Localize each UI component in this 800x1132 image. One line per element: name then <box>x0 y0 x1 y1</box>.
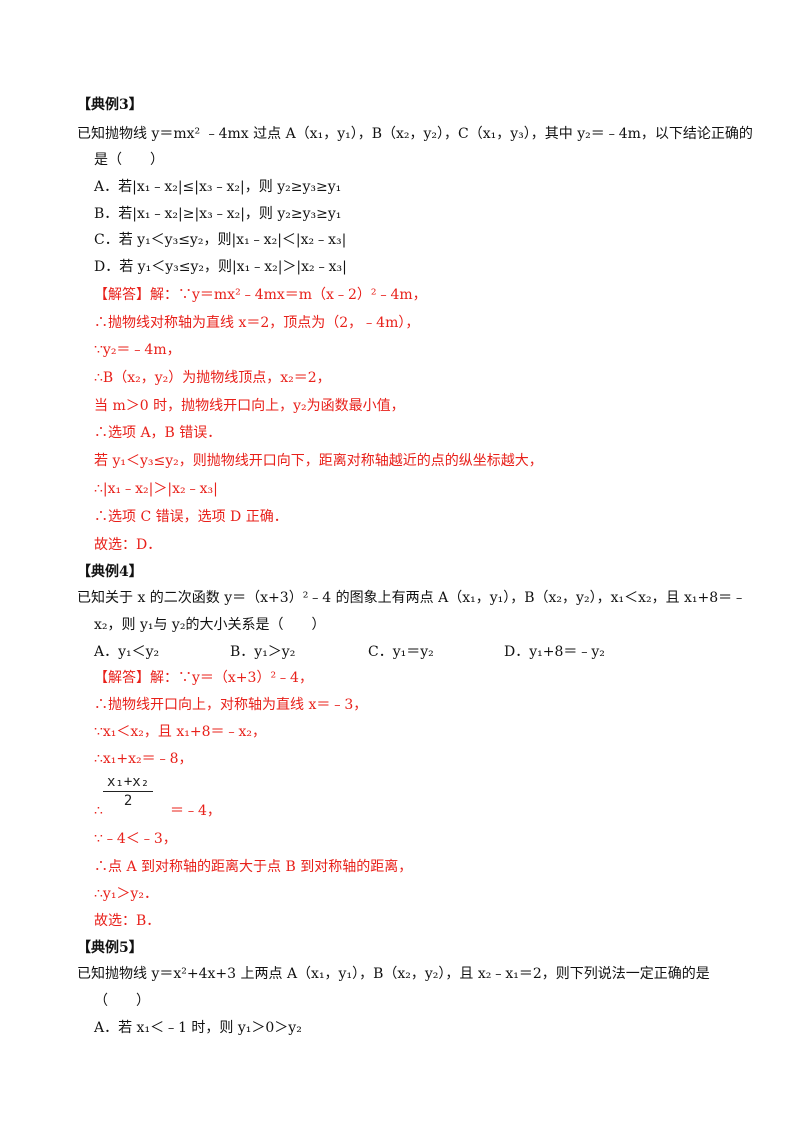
example-4-solution-line: ∴抛物线开口向上，对称轴为直线 x＝﹣3， <box>94 697 368 713</box>
example-4-solution-line: ∴点 A 到对称轴的距离大于点 B 到对称轴的距离， <box>94 859 413 875</box>
example-3-solution-line: ∴|x₁﹣x₂|＞|x₂﹣x₃| <box>94 481 218 497</box>
example-4-options-row: A．y₁＜y₂ B．y₁＞y₂ C．y₁＝y₂ D．y₁+8＝﹣y₂ <box>94 642 734 662</box>
example-4-fraction-result: ＝﹣4， <box>170 803 221 819</box>
example-5-option-a: A．若 x₁＜﹣1 时，则 y₁＞0＞y₂ <box>94 1020 302 1036</box>
example-5-heading: 【典例5】 <box>77 940 143 956</box>
example-3-solution-line: ∴B（x₂，y₂）为抛物线顶点，x₂＝2， <box>94 370 331 386</box>
example-4-option-b: B．y₁＞y₂ <box>230 644 296 660</box>
example-5-question-line1: 已知抛物线 y＝x²+4x+3 上两点 A（x₁，y₁），B（x₂，y₂），且 … <box>77 966 710 982</box>
example-4-solution-line: ∵x₁＜x₂，且 x₁+8＝﹣x₂， <box>94 724 267 740</box>
example-4-solution-line: ∵﹣4＜﹣3， <box>94 831 177 847</box>
fraction-denominator: 2 <box>123 793 133 809</box>
example-4-solution-line: ∴x₁+x₂＝﹣8， <box>94 751 193 767</box>
example-3-solution-line: ∴选项 A，B 错误． <box>94 425 222 441</box>
example-4-option-a: A．y₁＜y₂ <box>94 644 160 660</box>
example-3-option-a: A．若|x₁﹣x₂|≤|x₃﹣x₂|，则 y₂≥y₃≥y₁ <box>94 179 342 195</box>
example-4-question-line2: x₂，则 y₁与 y₂的大小关系是（ ） <box>94 617 326 633</box>
example-3-solution-line: 【解答】解：∵y＝mx²﹣4mx＝m（x﹣2）²﹣4m， <box>94 287 427 303</box>
example-4-heading: 【典例4】 <box>77 564 143 580</box>
example-3-heading: 【典例3】 <box>77 97 143 113</box>
example-3-solution-line: ∵y₂＝﹣4m， <box>94 342 181 358</box>
example-3-option-b: B．若|x₁﹣x₂|≥|x₃﹣x₂|，则 y₂≥y₃≥y₁ <box>94 206 342 222</box>
example-3-solution-line: 当 m＞0 时，抛物线开口向上，y₂为函数最小值， <box>94 398 405 414</box>
example-3-solution-line: ∴选项 C 错误，选项 D 正确． <box>94 509 288 525</box>
fraction-numerator: x₁+x₂ <box>103 773 154 792</box>
example-4-therefore-symbol: ∴ <box>94 803 103 819</box>
example-4-question-line1: 已知关于 x 的二次函数 y＝（x+3）²﹣4 的图象上有两点 A（x₁，y₁）… <box>77 590 747 606</box>
example-5-question-line2: （ ） <box>94 993 150 1009</box>
example-4-solution-line: 【解答】解：∵y＝（x+3）²﹣4， <box>94 670 313 686</box>
example-4-option-c: C．y₁＝y₂ <box>368 644 434 660</box>
example-3-question-line2: 是（ ） <box>94 152 164 168</box>
example-4-option-d: D．y₁+8＝﹣y₂ <box>504 644 605 660</box>
example-3-solution-line: 若 y₁＜y₃≤y₂，则抛物线开口向下，距离对称轴越近的点的纵坐标越大， <box>94 453 543 469</box>
example-3-question-line1: 已知抛物线 y＝mx² ﹣4mx 过点 A（x₁，y₁），B（x₂，y₂），C（… <box>77 126 753 142</box>
example-3-option-d: D．若 y₁＜y₃≤y₂，则|x₁﹣x₂|＞|x₂﹣x₃| <box>94 259 347 275</box>
example-4-solution-line: 故选：B． <box>94 913 161 929</box>
example-3-solution-line: ∴抛物线对称轴为直线 x＝2，顶点为（2，﹣4m）， <box>94 315 420 331</box>
fraction-x1-plus-x2-over-2: x₁+x₂ 2 <box>103 773 154 810</box>
example-4-solution-line: ∴y₁＞y₂． <box>94 886 158 902</box>
example-3-option-c: C．若 y₁＜y₃≤y₂，则|x₁﹣x₂|＜|x₂﹣x₃| <box>94 232 347 248</box>
example-3-solution-line: 故选：D． <box>94 537 162 553</box>
